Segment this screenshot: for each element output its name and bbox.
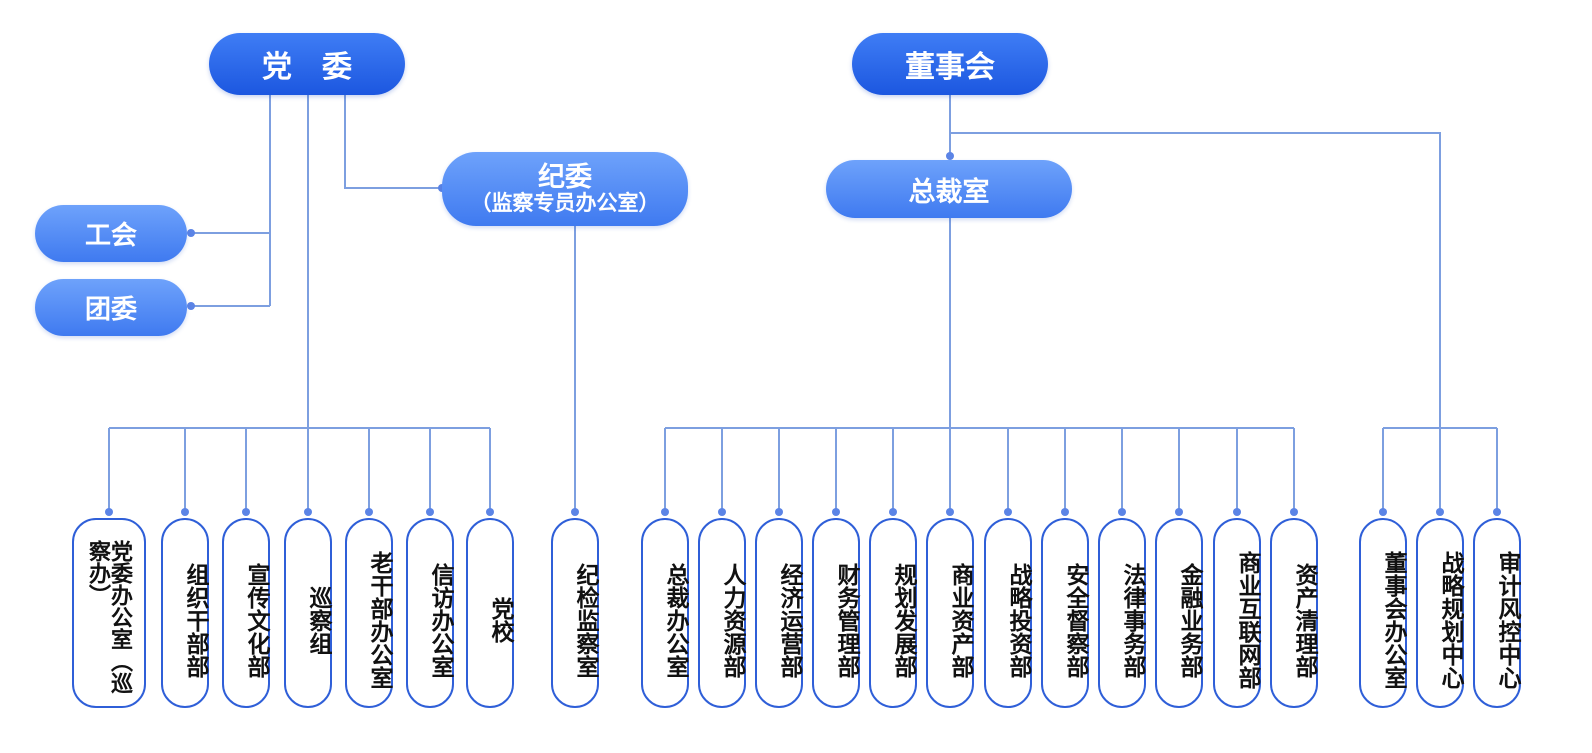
department-box[interactable]: 战略规划中心 [1416,518,1464,708]
department-box[interactable]: 经济运营部 [755,518,803,708]
president-office-node[interactable]: 总裁室 [826,160,1072,218]
department-label: 规划发展部 [891,562,917,678]
discipline-committee-node[interactable]: 纪委 （监察专员办公室） [442,152,688,226]
department-label: 老干部办公室 [367,551,393,689]
youth-league-label: 团委 [84,294,137,324]
department-box[interactable]: 商业互联网部 [1213,518,1261,708]
department-label: 商业互联网部 [1235,551,1261,689]
department-box[interactable]: 金融业务部 [1155,518,1203,708]
department-box[interactable]: 安全督察部 [1041,518,1089,708]
department-box[interactable]: 老干部办公室 [345,518,393,708]
department-label: 组织干部部 [183,562,209,678]
board-label: 董事会 [905,51,995,84]
department-label: 审计风控中心 [1495,551,1521,689]
department-label: 财务管理部 [834,562,860,678]
department-label: 巡察组 [306,585,332,655]
department-label: 金融业务部 [1177,562,1203,678]
department-label: 党校 [488,597,514,643]
department-box[interactable]: 法律事务部 [1098,518,1146,708]
union-node[interactable]: 工会 [35,205,187,262]
department-box[interactable]: 资产清理部 [1270,518,1318,708]
department-box[interactable]: 战略投资部 [984,518,1032,708]
department-label: 商业资产部 [948,562,974,678]
discipline-committee-subtitle: （监察专员办公室） [470,192,660,215]
discipline-committee-label: 纪委 [538,162,592,192]
department-box[interactable]: 规划发展部 [869,518,917,708]
party-committee-node[interactable]: 党 委 [209,33,405,95]
department-box[interactable]: 宣传文化部 [222,518,270,708]
department-label: 资产清理部 [1292,562,1318,678]
youth-league-node[interactable]: 团委 [35,279,187,336]
department-box[interactable]: 巡察组 [284,518,332,708]
department-label: 安全督察部 [1063,562,1089,678]
department-box[interactable]: 总裁办公室 [641,518,689,708]
department-label: 法律事务部 [1120,562,1146,678]
department-box[interactable]: 组织干部部 [161,518,209,708]
department-box[interactable]: 纪检监察室 [551,518,599,708]
department-box[interactable]: 党校 [466,518,514,708]
department-label: 董事会办公室 [1381,551,1407,689]
department-box[interactable]: 信访办公室 [406,518,454,708]
department-label: 宣传文化部 [244,562,270,678]
department-label: 人力资源部 [720,562,746,678]
department-label: 战略规划中心 [1438,551,1464,689]
department-box[interactable]: 董事会办公室 [1359,518,1407,708]
board-node[interactable]: 董事会 [852,33,1048,95]
department-label: 信访办公室 [428,562,454,678]
department-box[interactable]: 财务管理部 [812,518,860,708]
party-committee-label: 党 委 [262,51,352,84]
president-office-label: 总裁室 [908,176,990,207]
department-label: 经济运营部 [777,562,803,678]
department-box[interactable]: 人力资源部 [698,518,746,708]
department-label: 党委办公室（巡察办） [86,540,133,694]
department-label: 总裁办公室 [663,562,689,678]
department-box[interactable]: 党委办公室（巡察办） [72,518,146,708]
department-label: 纪检监察室 [573,562,599,678]
department-box[interactable]: 审计风控中心 [1473,518,1521,708]
union-label: 工会 [84,220,137,250]
department-box[interactable]: 商业资产部 [926,518,974,708]
department-label: 战略投资部 [1006,562,1032,678]
